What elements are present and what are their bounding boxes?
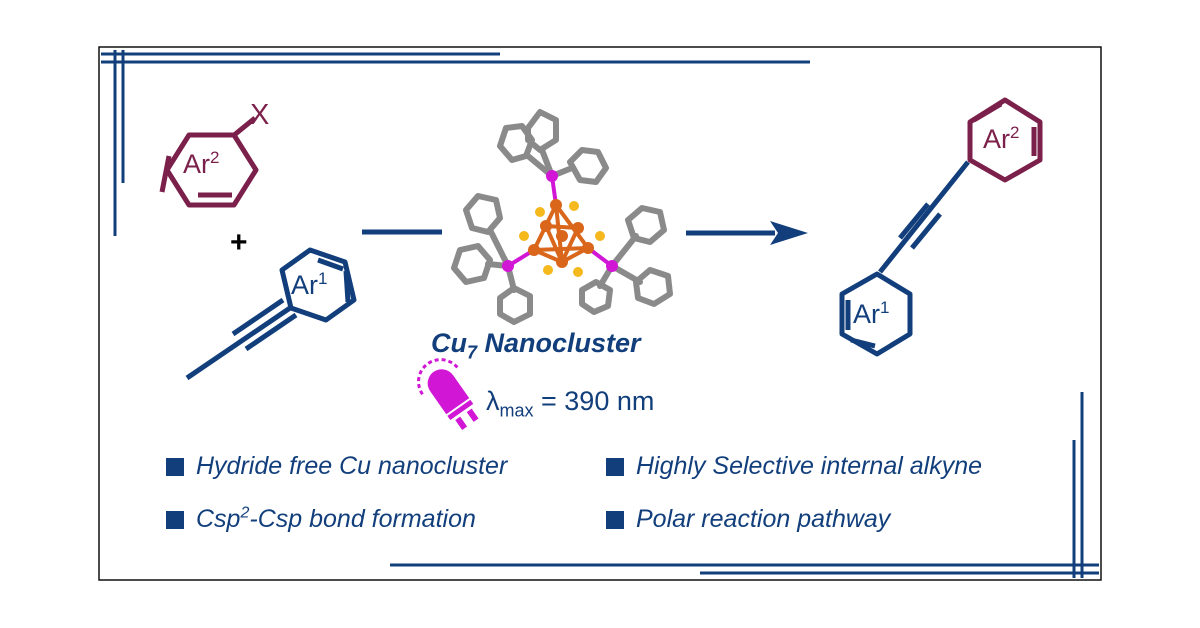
product-top-ring-label: Ar2 <box>983 124 1019 155</box>
outer-frame <box>98 46 1102 581</box>
product-bottom-ring-label: Ar1 <box>853 299 889 330</box>
cu7-nanocluster-structure <box>451 109 673 325</box>
wavelength-value: = 390 nm <box>533 386 655 416</box>
alkyne-triple-bond <box>185 297 298 381</box>
bullet-square-icon <box>166 510 184 529</box>
plus-sign: + <box>230 226 248 259</box>
feature-item-bond-formation: Csp2-Csp bond formation <box>166 505 476 534</box>
feature-text-pre: Csp <box>196 505 241 533</box>
halide-substituent-label: X <box>250 99 270 131</box>
light-bulb-icon <box>417 358 479 430</box>
bullet-square-icon <box>606 510 624 529</box>
aryl-halide-ring <box>159 116 259 208</box>
bullet-square-icon <box>166 457 184 476</box>
bullet-square-icon <box>606 457 624 476</box>
feature-text: Hydride free Cu nanocluster <box>196 452 508 480</box>
catalyst-element: Cu <box>431 328 467 358</box>
catalyst-subscript: 7 <box>467 342 478 363</box>
feature-item-polar-pathway: Polar reaction pathway <box>606 505 890 534</box>
ring-label-text: Ar <box>853 299 880 329</box>
ring-label-superscript: 1 <box>880 298 890 317</box>
ring-label-text: Ar <box>291 270 318 300</box>
lambda-symbol: λ <box>486 386 500 416</box>
catalyst-name-rest: Nanocluster <box>477 328 641 358</box>
lambda-subscript: max <box>499 400 534 421</box>
product-triple-bond <box>878 160 970 274</box>
ring-label-superscript: 2 <box>1010 123 1020 142</box>
wavelength-label: λmax = 390 nm <box>486 386 655 421</box>
ring-label-superscript: 1 <box>318 269 328 288</box>
feature-item-hydride-free: Hydride free Cu nanocluster <box>166 452 507 481</box>
feature-text-post: -Csp bond formation <box>249 505 476 533</box>
product-bottom-ring <box>839 271 913 357</box>
aryl-halide-ring-label: Ar2 <box>183 149 219 180</box>
feature-text: Highly Selective internal alkyne <box>636 452 983 480</box>
alkyne-ring-label: Ar1 <box>291 270 327 301</box>
feature-text-sup: 2 <box>240 504 250 522</box>
ring-label-text: Ar <box>183 149 210 179</box>
corner-lines-top-left <box>101 50 810 236</box>
product-top-ring <box>967 97 1043 183</box>
feature-text: Csp2-Csp bond formation <box>196 505 476 534</box>
feature-text: Polar reaction pathway <box>636 505 891 533</box>
feature-item-selective-alkyne: Highly Selective internal alkyne <box>606 452 982 481</box>
catalyst-name: Cu7 Nanocluster <box>431 328 641 363</box>
reaction-arrow-head <box>770 221 808 245</box>
corner-lines-bottom-right <box>390 392 1099 578</box>
ring-label-text: Ar <box>983 124 1010 154</box>
alkyne-ring <box>279 247 357 323</box>
ring-label-superscript: 2 <box>210 148 220 167</box>
